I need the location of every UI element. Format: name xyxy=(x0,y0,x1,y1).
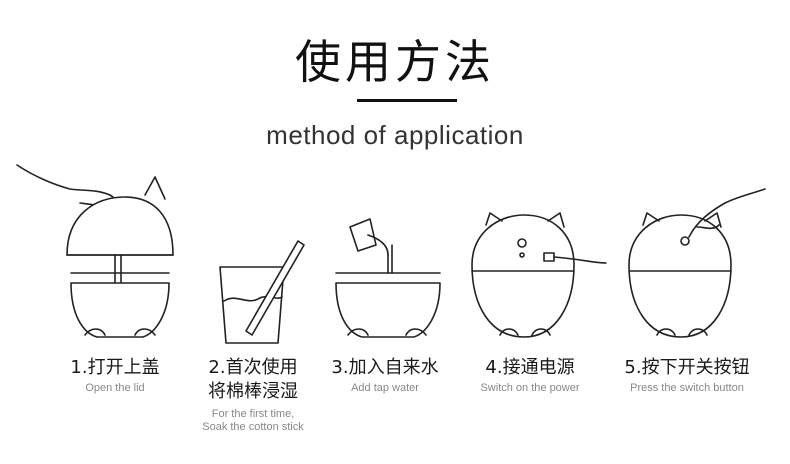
open-lid-illustration xyxy=(15,155,175,345)
step-4: 4.接通电源 Switch on the power xyxy=(445,356,615,395)
step-2-title-line2: 将棉棒浸湿 xyxy=(208,381,298,402)
title-divider xyxy=(357,99,457,102)
step-5-title: 5.按下开关按钮 xyxy=(624,357,750,378)
add-water-illustration xyxy=(330,155,490,345)
soak-cotton-illustration xyxy=(180,155,340,345)
step-5: 5.按下开关按钮 Press the switch button xyxy=(602,356,772,395)
step-2-caption-line2: Soak the cotton stick xyxy=(202,421,304,433)
step-3: 3.加入自来水 Add tap water xyxy=(300,356,470,395)
step-3-title: 3.加入自来水 xyxy=(331,357,439,378)
step-1-caption: Open the lid xyxy=(85,382,145,394)
step-3-caption: Add tap water xyxy=(351,382,419,394)
step-4-title: 4.接通电源 xyxy=(485,357,575,378)
step-2: 2.首次使用 将棉棒浸湿 For the first time, Soak th… xyxy=(168,356,338,434)
step-2-title: 2.首次使用 xyxy=(208,357,298,378)
step-1-title: 1.打开上盖 xyxy=(70,357,160,378)
step-1: 1.打开上盖 Open the lid xyxy=(30,356,200,395)
power-on-illustration xyxy=(460,155,620,345)
press-switch-illustration xyxy=(615,155,775,345)
step-5-caption: Press the switch button xyxy=(630,382,744,394)
step-4-caption: Switch on the power xyxy=(480,382,580,394)
page-title: 使用方法 xyxy=(295,35,495,89)
step-2-caption: For the first time, xyxy=(211,408,295,420)
page-subtitle: method of application xyxy=(266,120,524,150)
